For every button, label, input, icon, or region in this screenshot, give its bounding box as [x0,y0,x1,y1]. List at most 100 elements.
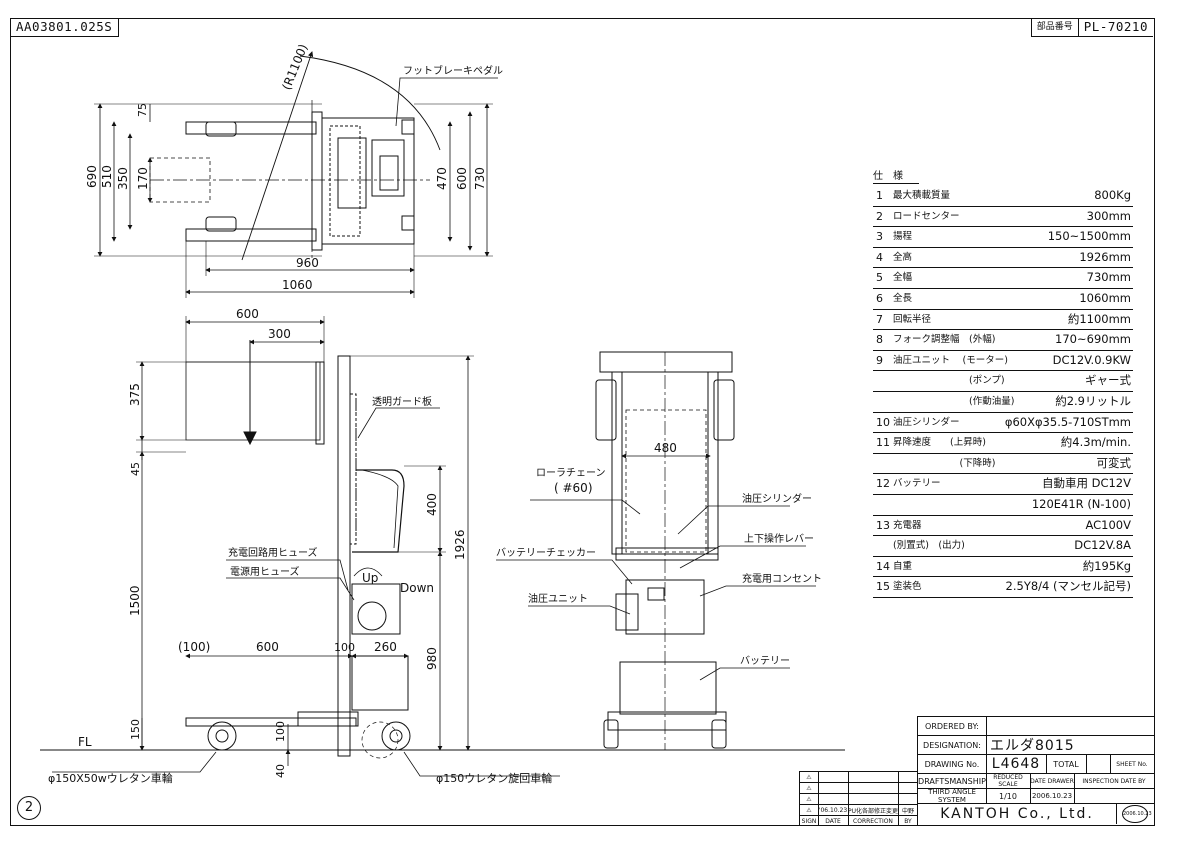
spec-row-item: 自重 [893,560,913,572]
spec-row-item: (作動油量) [893,395,1015,407]
spec-row-item: ロードセンター [893,210,960,222]
spec-row-no: 12 [876,477,890,491]
date-value: 2006.10.23 [1030,789,1075,803]
side-base-body [351,655,409,711]
dim-400: 400 [425,493,439,516]
dim-470: 470 [435,167,449,190]
part-number-value: PL-70210 [1083,19,1148,34]
top-fork-lower [185,228,317,242]
dim-40: 40 [274,764,287,778]
dim-260: 260 [374,640,397,654]
front-hydraulic-unit [625,579,705,635]
side-view [40,316,845,777]
side-mast [337,355,351,757]
spec-heading: 仕 様 [873,167,919,184]
dim-75: 75 [136,103,149,117]
dim-730: 730 [473,167,487,190]
designation-label: DESIGNATION: [918,736,987,754]
spec-row-value: AC100V [1085,517,1131,532]
front-wheel-label: φ150X50wウレタン車輪 [48,771,173,785]
top-body [321,117,415,245]
chain-sub-label: ( #60) [554,481,593,495]
spec-row-value: DC12V.8A [1074,538,1131,553]
spec-row-no: 4 [876,250,883,264]
cylinder-label: 油圧シリンダー [742,492,812,505]
fuse-charge-label: 充電回路用ヒューズ [228,546,318,559]
spec-row-item: 回転半径 [893,313,932,325]
front-view [496,351,816,750]
spec-row-value: 2.5Y8/4 (マンセル記号) [1005,579,1131,594]
spec-row-no: 13 [876,518,890,532]
dim-600-right: 600 [455,167,469,190]
designation-value: エルダ8015 [990,738,1075,754]
spec-row-item: (別置式) (出力) [893,540,965,552]
up-label: Up [362,571,378,585]
foot-brake-label: フットブレーキペダル [403,64,503,77]
front-battery [619,661,717,715]
spec-row-item: 全幅 [893,272,913,284]
top-foot-brake [401,119,415,135]
spec-row-value: 約4.3m/min. [1060,435,1131,450]
dim-100-paren: (100) [178,640,210,654]
spec-row-value: 300mm [1086,208,1131,223]
part-number-box: 部品番号 PL-70210 [1030,18,1153,37]
spec-row-value: 150~1500mm [1047,229,1131,244]
dim-980: 980 [425,647,439,670]
spec-row-value: 可変式 [1096,455,1132,470]
revision-correction: PU化各部修正変更 [848,805,899,815]
revision-sign-label: SIGN [800,816,819,826]
lever-label: 上下操作レバー [744,532,814,545]
date-drawer-label: DATE DRAWER [1030,774,1075,788]
dim-45: 45 [129,462,142,476]
spec-row: 120E41R (N-100) [873,495,1133,516]
revision-block: ⚠ ⚠ ⚠ ⚠ '06.10.23 PU化各部修正変更 中野 SIGN DATE… [799,771,918,826]
spec-row-value: 1060mm [1079,290,1131,305]
battery-label: バッテリー [740,655,790,667]
unit-label: 油圧ユニット [528,592,588,605]
drawing-no-label: DRAWING No. [918,755,987,773]
spec-row-item: 塗装色 [893,581,922,593]
spec-row-value: 1926mm [1079,249,1131,264]
spec-row-value: 約1100mm [1067,311,1131,326]
front-view-labels: 480 ローラチェーン ( #60) 油圧シリンダー 上下操作レバー バッテリー… [496,441,822,667]
spec-row-no: 3 [876,230,883,244]
dim-350: 350 [116,167,130,190]
spec-row-value: 800Kg [1094,188,1131,202]
dim-300: 300 [268,327,291,341]
spec-row-no: 1 [876,189,883,202]
spec-row-item: フォーク調整幅 (外幅) [893,334,996,346]
side-handle [352,469,405,553]
spec-row-no: 2 [876,209,883,223]
spec-row: (作動油量)約2.9リットル [873,392,1133,413]
sheet-mark: 2 [17,796,41,820]
dim-150: 150 [129,719,142,740]
dim-1060: 1060 [282,278,313,292]
side-caster-wheel [381,721,411,751]
spec-row-item: 最大積載質量 [893,190,951,201]
side-view-labels: 600 300 375 45 透明ガード板 400 1926 1500 980 … [48,307,552,785]
total-label: TOTAL [1046,755,1087,773]
spec-row-value: φ60Xφ35.5-710STmm [1004,414,1131,429]
spec-row-no: 5 [876,271,883,285]
revision-date: '06.10.23 [818,805,849,815]
ordered-by-label: ORDERED BY: [918,717,987,735]
spec-row-item: バッテリー [893,478,941,490]
revision-by-label: BY [904,817,912,825]
caster-label: φ150ウレタン旋回車輪 [436,771,552,785]
checker-label: バッテリーチェッカー [496,547,596,559]
spec-row-item: (下降時) [893,457,996,469]
spec-row-no: 14 [876,559,890,573]
spec-row-item: 油圧シリンダー [893,416,960,428]
dim-480: 480 [654,441,677,455]
outlet-label: 充電用コンセント [742,572,822,585]
spec-row-value: 170~690mm [1055,332,1131,347]
